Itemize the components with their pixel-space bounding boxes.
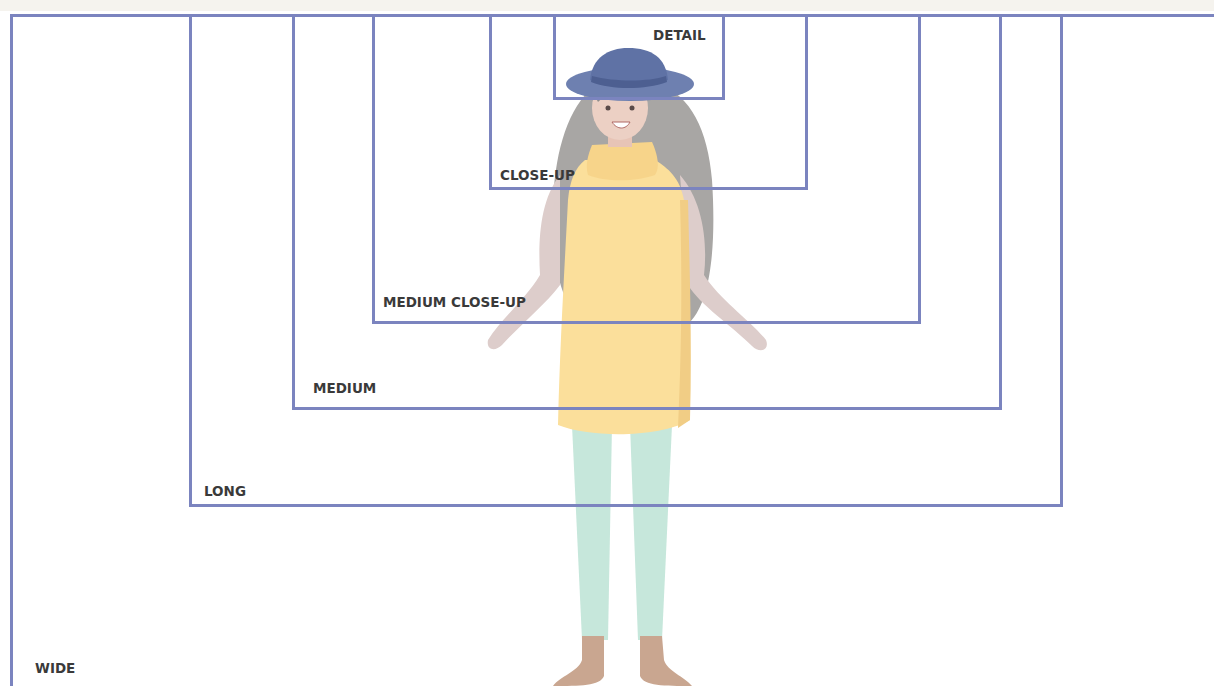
smile (612, 122, 630, 128)
turtleneck (587, 142, 658, 180)
shot-label: CLOSE-UP (500, 167, 575, 183)
shot-label: WIDE (35, 660, 75, 676)
shot-frame: CLOSE-UP DETAIL (489, 14, 808, 190)
hat-band (591, 76, 667, 88)
left-leg (572, 425, 612, 640)
right-leg (630, 425, 672, 640)
shot-frame: WIDE LONG MEDIUM MEDIUM CLOSE-UP CLOSE-UP DET… (10, 14, 1214, 686)
eye (630, 106, 635, 111)
shot-label: LONG (204, 483, 246, 499)
dress-shade (678, 200, 691, 428)
shot-frame: LONG MEDIUM MEDIUM CLOSE-UP CLOSE-UP DETAIL (189, 14, 1063, 507)
shot-frame: MEDIUM MEDIUM CLOSE-UP CLOSE-UP DETAIL (292, 14, 1002, 410)
top-band (0, 0, 1214, 11)
eye (606, 106, 611, 111)
shot-label: MEDIUM (313, 380, 376, 396)
shot-frame: MEDIUM CLOSE-UP CLOSE-UP DETAIL (372, 14, 921, 324)
dress (558, 160, 690, 434)
shot-frame: DETAIL (553, 14, 725, 100)
shot-label: DETAIL (653, 27, 706, 43)
right-foot (640, 636, 692, 686)
shot-label: MEDIUM CLOSE-UP (383, 294, 526, 310)
left-foot (553, 636, 604, 686)
